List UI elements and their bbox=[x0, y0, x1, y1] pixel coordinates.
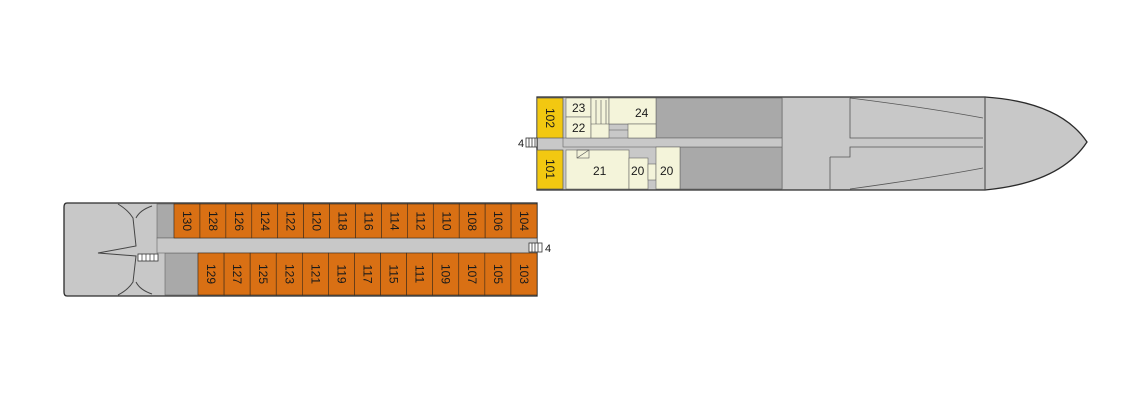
cabin-104[interactable] bbox=[510, 203, 538, 239]
bow-stair-number: 4 bbox=[518, 138, 524, 150]
cabin-117[interactable] bbox=[354, 252, 381, 296]
cabin-123[interactable] bbox=[275, 252, 303, 296]
cabin-106-label: 106 bbox=[491, 211, 505, 231]
stern-stair-number: 4 bbox=[545, 243, 551, 255]
cabin-118-label: 118 bbox=[336, 211, 350, 230]
stern-deck-outline-2 bbox=[135, 205, 153, 295]
cabin-124[interactable] bbox=[251, 203, 279, 239]
stern-corridor bbox=[156, 237, 538, 254]
room-24[interactable] bbox=[608, 97, 657, 125]
cabin-115[interactable] bbox=[380, 252, 407, 296]
cabin-106[interactable] bbox=[484, 203, 512, 239]
bow-foredeck-lines bbox=[829, 97, 984, 190]
suite-102[interactable] bbox=[536, 97, 564, 139]
cabin-112-label: 112 bbox=[413, 211, 427, 230]
cabin-129[interactable] bbox=[197, 252, 225, 296]
room-20a-label: 20 bbox=[631, 164, 645, 178]
cabin-130[interactable] bbox=[173, 203, 201, 239]
cabin-107[interactable] bbox=[458, 252, 486, 296]
cabin-123-label: 123 bbox=[282, 264, 296, 284]
cabin-126-label: 126 bbox=[232, 211, 246, 231]
room-22-label: 22 bbox=[572, 121, 586, 135]
stern-service-bottom bbox=[164, 252, 199, 296]
cabin-109-label: 109 bbox=[439, 264, 453, 284]
cabin-129-label: 129 bbox=[204, 264, 218, 284]
cabin-109[interactable] bbox=[432, 252, 460, 296]
cabin-117-label: 117 bbox=[361, 264, 375, 283]
room-20b-label: 20 bbox=[660, 164, 674, 178]
cabin-103-label: 103 bbox=[517, 264, 531, 284]
cabin-110-label: 110 bbox=[439, 211, 453, 230]
cabin-127-label: 127 bbox=[230, 264, 244, 284]
suite-101-label: 101 bbox=[543, 159, 557, 179]
stern-deck: 130 128 126 124 122 120 118 116 114 112 110 108 106 1… bbox=[63, 202, 551, 297]
cabin-105[interactable] bbox=[484, 252, 512, 296]
bow-service-bottom bbox=[679, 146, 783, 190]
cabin-122-label: 122 bbox=[284, 211, 298, 231]
room-24-label: 24 bbox=[635, 106, 649, 120]
forward-stair-icon bbox=[528, 242, 543, 253]
stern-service-top bbox=[156, 203, 175, 239]
cabin-105-label: 105 bbox=[491, 264, 505, 284]
stern-cabins-top-row: 130 128 126 124 122 120 118 116 114 112 110 108 106 1… bbox=[173, 203, 538, 239]
cabin-114[interactable] bbox=[381, 203, 408, 239]
room-20b[interactable] bbox=[655, 146, 681, 190]
room-20-mid bbox=[647, 163, 657, 181]
stair-lines-bottom bbox=[576, 149, 590, 159]
suite-101[interactable] bbox=[536, 149, 564, 190]
cabin-128-label: 128 bbox=[206, 211, 220, 231]
cabin-130-label: 130 bbox=[180, 211, 194, 231]
suite-102-label: 102 bbox=[543, 108, 557, 128]
cabin-124-label: 124 bbox=[258, 211, 272, 231]
cabin-116[interactable] bbox=[355, 203, 382, 239]
room-23-label: 23 bbox=[572, 101, 586, 115]
cabin-118[interactable] bbox=[329, 203, 356, 239]
aft-stair-icon bbox=[137, 253, 159, 262]
cabin-119-label: 119 bbox=[334, 264, 348, 283]
room-24-annex bbox=[627, 123, 657, 139]
cabin-103[interactable] bbox=[510, 252, 538, 296]
cabin-114-label: 114 bbox=[387, 211, 401, 230]
cabin-111-label: 111 bbox=[413, 265, 427, 284]
cabin-127[interactable] bbox=[223, 252, 251, 296]
cabin-121[interactable] bbox=[302, 252, 329, 296]
bow-deck: 102 101 23 22 24 21 20 20 bbox=[518, 96, 1088, 191]
cabin-104-label: 104 bbox=[517, 211, 531, 231]
bow-stair-icon bbox=[525, 137, 538, 148]
cabin-116-label: 116 bbox=[361, 211, 375, 230]
cabin-108-label: 108 bbox=[465, 211, 479, 231]
stern-deck-outline bbox=[97, 203, 137, 296]
cabin-115-label: 115 bbox=[387, 264, 401, 283]
cabin-120-label: 120 bbox=[310, 211, 324, 231]
cabin-107-label: 107 bbox=[465, 264, 479, 284]
cabin-125[interactable] bbox=[249, 252, 277, 296]
room-21-label: 21 bbox=[593, 164, 607, 178]
stern-cabins-bottom-row: 129 127 125 123 121 119 117 115 111 109 107 105 103 bbox=[197, 252, 538, 296]
bow-service-top bbox=[655, 97, 783, 139]
cabin-125-label: 125 bbox=[256, 264, 270, 284]
cabin-108[interactable] bbox=[458, 203, 486, 239]
room-21[interactable] bbox=[565, 149, 630, 190]
bow-corridor bbox=[562, 137, 783, 148]
cabin-110[interactable] bbox=[432, 203, 460, 239]
cabin-121-label: 121 bbox=[308, 264, 322, 284]
